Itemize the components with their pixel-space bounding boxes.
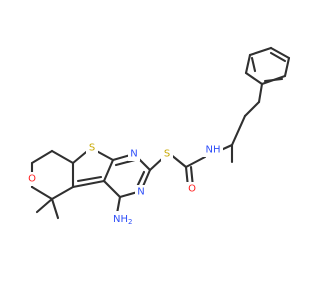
- atom-n-pyrimidine-bottom: N: [137, 187, 144, 198]
- atom-nh2-amino-nh: NH: [113, 214, 128, 225]
- atom-s-thiophene: S: [89, 143, 95, 154]
- atom-s-thioether: S: [164, 149, 170, 160]
- bond-lines: [30, 46, 291, 221]
- atom-o-carbonyl: O: [188, 184, 196, 195]
- atom-nh-amide: NH: [206, 145, 221, 156]
- atom-nh2-amino-subscript: 2: [128, 218, 132, 226]
- atom-o-pyran: O: [28, 174, 36, 185]
- atom-nh2-amino: NH2: [113, 214, 132, 227]
- atom-n-pyrimidine-top: N: [130, 149, 137, 160]
- molecule-structure-diagram: S S N N O O NH NH2: [26, 46, 291, 227]
- atom-labels: S S N N O O NH NH2: [26, 141, 223, 227]
